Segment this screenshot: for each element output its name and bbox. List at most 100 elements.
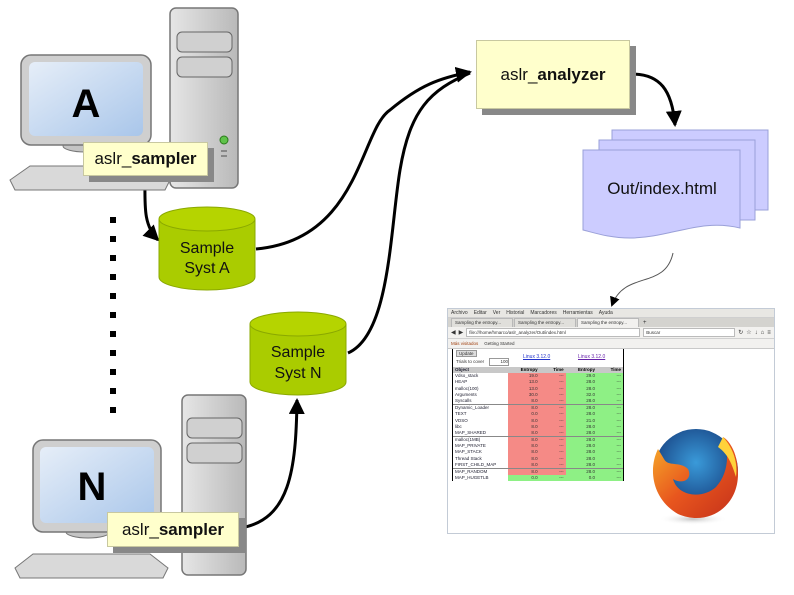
object-cell: TEXT bbox=[455, 411, 467, 417]
time-cell: --- bbox=[598, 449, 623, 456]
time-cell: --- bbox=[540, 429, 566, 437]
browser-content: Update Trials to cover 100 Linux 3.12.0 … bbox=[448, 349, 774, 533]
arrow-sampler-n-to-db-n bbox=[239, 398, 305, 530]
bookmark-link[interactable]: Más visitados bbox=[451, 341, 479, 346]
menu-item[interactable]: Historial bbox=[506, 310, 525, 316]
menu-item[interactable]: Editar bbox=[473, 310, 487, 316]
entropy-cell: 13.0 bbox=[508, 385, 541, 392]
menu-item[interactable]: Marcadores bbox=[530, 310, 557, 316]
time-cell: --- bbox=[598, 373, 623, 380]
browser-window: Archivo Editar Ver Historial Marcadores … bbox=[447, 308, 775, 534]
menu-icon[interactable]: ≡ bbox=[767, 329, 771, 336]
sampler-a-bold: sampler bbox=[131, 149, 197, 168]
computer-n: N bbox=[0, 390, 250, 590]
time-cell: --- bbox=[540, 411, 566, 418]
update-button[interactable]: Update bbox=[456, 350, 477, 357]
bookmark-star-icon[interactable]: ☆ bbox=[746, 330, 752, 336]
screen-letter-n: N bbox=[78, 465, 107, 509]
table-row: malloc(1MB)8.0---28.0--- bbox=[453, 436, 623, 444]
column-header: Entropy bbox=[578, 367, 596, 372]
sampler-n-prefix: aslr_ bbox=[121, 519, 159, 539]
time-cell: --- bbox=[540, 423, 566, 430]
entropy-cell: 8.0 bbox=[508, 437, 541, 444]
entropy-cell: 8.0 bbox=[508, 423, 541, 430]
time-cell: --- bbox=[598, 475, 623, 482]
db-a-line2: Syst A bbox=[184, 260, 230, 277]
object-cell: FIRST_CHILD_MAP bbox=[455, 461, 497, 467]
object-cell: Vdso_stack bbox=[455, 373, 479, 379]
entropy-cell: 19.0 bbox=[508, 373, 541, 380]
entropy-cell: 0.0 bbox=[508, 475, 541, 482]
entropy-cell: 30.0 bbox=[508, 391, 541, 398]
time-cell: --- bbox=[598, 405, 623, 412]
time-cell: --- bbox=[540, 391, 566, 398]
entropy-cell: 8.0 bbox=[508, 455, 541, 462]
entropy-cell: 28.0 bbox=[565, 379, 599, 386]
object-cell: MAP_RANDOM bbox=[455, 469, 488, 474]
time-cell: --- bbox=[598, 461, 623, 468]
menu-item[interactable]: Ayuda bbox=[598, 310, 613, 316]
entropy-cell: 32.0 bbox=[565, 391, 599, 398]
menu-item[interactable]: Herramientas bbox=[562, 310, 593, 316]
menu-item[interactable]: Archivo bbox=[451, 310, 468, 316]
report-header: Update Trials to cover 100 Linux 3.12.0 … bbox=[453, 349, 623, 367]
analyzer-bold: analyzer bbox=[537, 64, 606, 84]
entropy-cell: 28.0 bbox=[565, 397, 599, 405]
sampler-a-prefix: aslr_ bbox=[94, 149, 132, 168]
browser-tabbar: Sampling the entropy... Sampling the ent… bbox=[448, 318, 774, 327]
entropy-cell: 8.0 bbox=[508, 397, 541, 405]
column-header: Time bbox=[553, 367, 564, 372]
trials-label: Trials to cover bbox=[456, 359, 485, 364]
trials-input[interactable]: 100 bbox=[489, 358, 509, 366]
browser-tab[interactable]: Sampling the entropy... bbox=[514, 318, 576, 327]
entropy-cell: 8.0 bbox=[508, 461, 541, 468]
firefox-logo-icon bbox=[652, 429, 738, 525]
db-a-line1: Sample bbox=[180, 240, 234, 257]
object-cell: MAP_HUGETLB bbox=[455, 475, 489, 481]
reload-icon[interactable]: ↻ bbox=[738, 330, 744, 336]
bookmark-link[interactable]: Getting Started bbox=[484, 341, 515, 346]
arrow-db-a-to-analyzer bbox=[255, 66, 472, 251]
object-cell: Arguments bbox=[455, 391, 477, 397]
report-table: Update Trials to cover 100 Linux 3.12.0 … bbox=[452, 349, 624, 482]
forward-icon[interactable]: ▶ bbox=[458, 330, 464, 336]
time-cell: --- bbox=[598, 443, 623, 450]
entropy-cell: 28.0 bbox=[565, 411, 599, 418]
time-cell: --- bbox=[598, 423, 623, 430]
url-bar[interactable]: file:///home/hmarco/aslr_analyzer/Out/in… bbox=[466, 328, 641, 337]
back-icon[interactable]: ◀ bbox=[451, 330, 456, 336]
home-icon[interactable]: ⌂ bbox=[760, 329, 765, 336]
sampler-n-bold: sampler bbox=[158, 519, 225, 539]
entropy-cell: 21.0 bbox=[565, 417, 599, 424]
db-n-line1: Sample bbox=[271, 344, 325, 361]
time-cell: --- bbox=[540, 443, 566, 450]
output-document-stack: Out/index.html bbox=[582, 129, 769, 239]
menu-item[interactable]: Ver bbox=[492, 310, 501, 316]
time-cell: --- bbox=[598, 379, 623, 386]
time-cell: --- bbox=[598, 429, 623, 437]
new-tab-icon[interactable]: + bbox=[643, 320, 647, 326]
time-cell: --- bbox=[540, 405, 566, 412]
db-n-line2: Syst N bbox=[274, 365, 321, 382]
time-cell: --- bbox=[598, 397, 623, 405]
system-link[interactable]: Linux 3.12.0 bbox=[523, 354, 551, 360]
system-link[interactable]: Linux 3.12.0 bbox=[578, 354, 606, 360]
browser-tab[interactable]: Sampling the entropy... bbox=[451, 318, 513, 327]
search-input[interactable]: Buscar bbox=[643, 328, 736, 337]
time-cell: --- bbox=[540, 385, 566, 392]
sampler-a-label: aslr_sampler bbox=[83, 142, 208, 176]
time-cell: --- bbox=[540, 379, 566, 386]
column-header: Time bbox=[610, 367, 621, 372]
browser-tab-active[interactable]: Sampling the entropy... bbox=[577, 318, 639, 327]
download-icon[interactable]: ↓ bbox=[754, 329, 758, 336]
entropy-cell: 29.0 bbox=[565, 373, 599, 380]
